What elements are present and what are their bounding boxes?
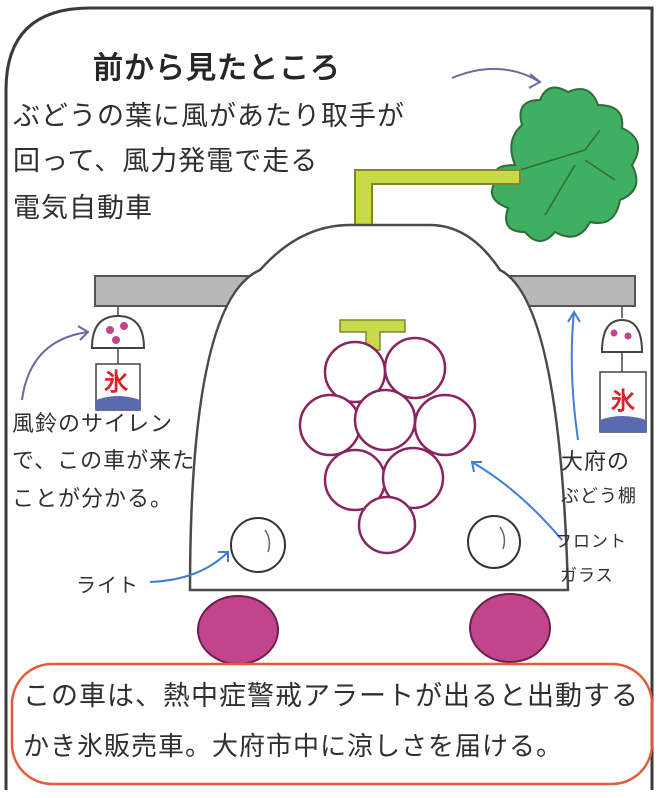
front-glass-label-line-2: ガラス: [560, 566, 614, 586]
ice-label-left: 氷: [104, 368, 128, 396]
grape-stem: [339, 319, 406, 351]
leaf-arrow-icon: [451, 68, 542, 89]
left-wheel: [197, 595, 279, 665]
bottom-note-line-2: かき氷販売車。大府市中に涼しさを届ける。: [23, 732, 564, 762]
ice-label-right: 氷: [611, 387, 635, 415]
glass-arrow-icon: [470, 461, 563, 541]
leaf-veins: [519, 129, 616, 216]
left-wind-chime-icon: [90, 306, 146, 411]
outer-frame: [4, 6, 654, 790]
light-arrow-icon: [149, 551, 229, 583]
trellis-arrow-icon: [567, 310, 581, 441]
trellis-label-line-2: ぶどう棚: [561, 486, 637, 507]
wind-chime-note-line-3: ことが分かる。: [12, 487, 174, 512]
bottom-note-box: [10, 662, 654, 786]
page-title: 前から見たところ: [93, 51, 341, 86]
front-glass-label-line-1: フロント: [555, 532, 627, 552]
description-line-3: 電気自動車: [13, 193, 153, 224]
description-line-1: ぶどうの葉に風があたり取手が: [13, 101, 405, 132]
right-wind-chime-icon: [599, 306, 647, 433]
bottom-note-line-1: この車は、熱中症警戒アラートが出ると出動する: [23, 681, 639, 712]
right-light: [467, 515, 521, 569]
trellis-label-line-1: 大府の: [561, 450, 631, 475]
description-line-2: 回って、風力発電で走る: [13, 146, 319, 177]
grape-cluster-icon: [298, 336, 477, 555]
light-label: ライト: [76, 573, 139, 597]
right-wheel: [469, 593, 551, 663]
left-light: [230, 517, 286, 573]
wind-chime-note-line-1: 風鈴のサイレン: [12, 412, 174, 437]
wind-chime-note-line-2: で、この車が来た: [12, 449, 196, 474]
chime-arrow-icon: [21, 325, 90, 401]
grape-leaf-icon: [490, 86, 640, 242]
